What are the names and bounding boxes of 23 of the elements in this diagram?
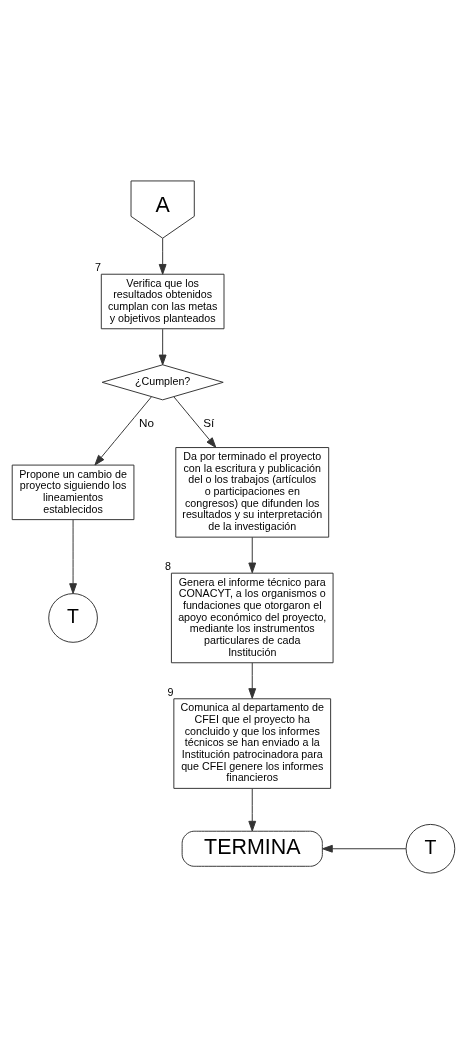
arrow (158, 328, 167, 365)
node-label: 8 (165, 559, 171, 572)
arrow (69, 518, 77, 594)
node-label: 7 (94, 260, 101, 273)
arrow (248, 536, 257, 573)
arrow (248, 787, 257, 832)
node-diamond: ¿Cumplen? (101, 363, 224, 400)
edge-label: Sí (203, 415, 215, 429)
arrow (322, 844, 407, 853)
arrow (173, 396, 217, 448)
arrow (248, 661, 257, 699)
node-box: Comunica al departamento de CFEI que el proyecto ha concluido y que los informes técnicos se han enviado a la Institución patrocinadora para que CFEI genere los informes financieros (173, 697, 332, 789)
arrow (94, 396, 152, 465)
node-circle: T (48, 592, 98, 643)
node-box: Genera el informe técnico para CONACYT, a los organismos o fundaciones que otorgaron el apoyo económico del proyecto, mediante los instrumentos particulares de cada Institución (170, 572, 334, 663)
node-box: Propone un cambio de proyecto siguiendo los lineamientos establecidos (11, 464, 135, 520)
node-label: 9 (167, 685, 174, 698)
node-box: Verifica que los resultados obtenidos cumplan con las metas y objetivos planteados (100, 273, 225, 329)
node-box: TERMINA (181, 830, 323, 867)
node-box: Da por terminado el proyecto con la escritura y publicación del o los trabajos (artículos o participaciones en congresos) que difunden los resultados y su interpretación de la investigación (175, 446, 330, 538)
edge-label: No (138, 415, 154, 429)
node-circle: T (405, 823, 456, 874)
arrow (158, 237, 167, 275)
